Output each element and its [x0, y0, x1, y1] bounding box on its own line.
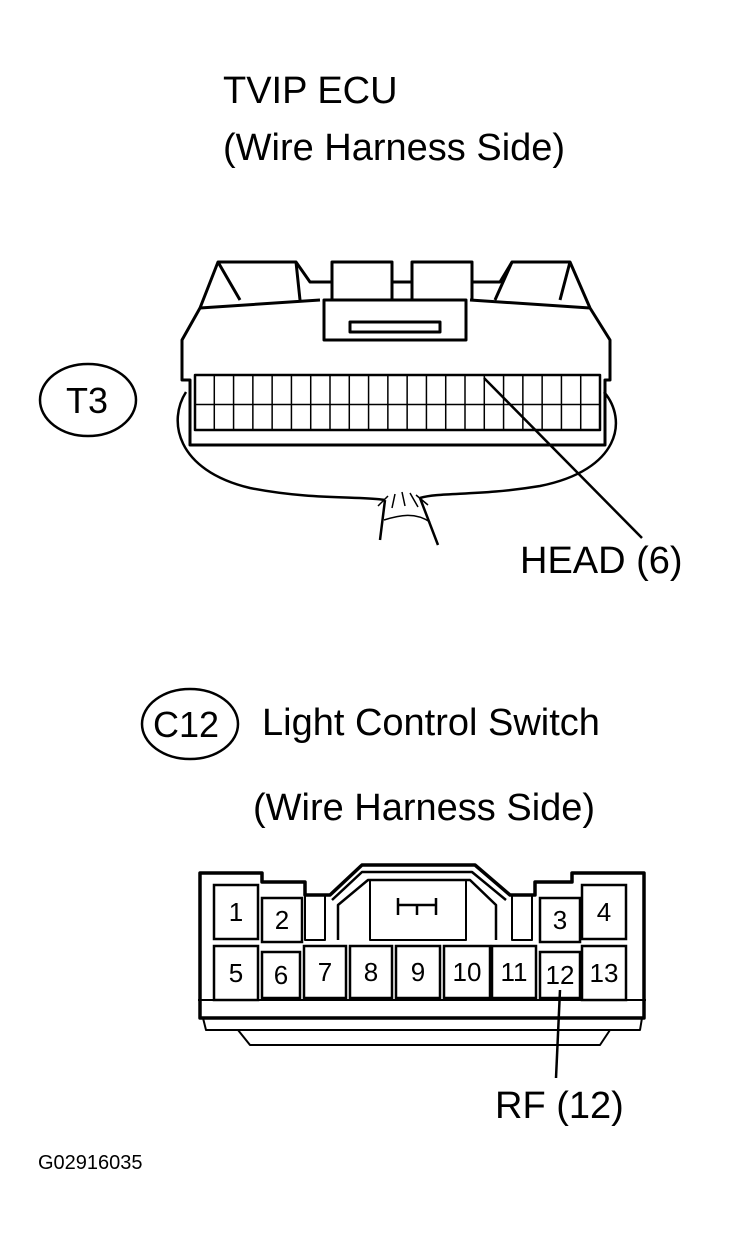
- c12-pin-cell: [442, 944, 492, 1000]
- c12-pin-number: 7: [318, 957, 332, 987]
- c12-pin-cell: [490, 944, 538, 1000]
- t3-wire-strands: [377, 491, 431, 523]
- c12-pin-cell: [212, 944, 260, 1002]
- t3-latch-arms: [330, 282, 474, 300]
- c12-pin-number: 6: [274, 960, 288, 990]
- t3-pin-face: [193, 373, 602, 432]
- c12-pin-cell: [394, 944, 442, 1000]
- c12-housing-outline: [198, 863, 646, 1020]
- c12-pin-cell: [580, 944, 628, 1002]
- head-pin-label: HEAD (6): [520, 540, 683, 582]
- c12-pin-number: 9: [411, 957, 425, 987]
- c12-pin-cell: [348, 944, 394, 1000]
- c12-pin-number: 5: [229, 958, 243, 988]
- t3-connector: [176, 260, 618, 546]
- switch-title: Light Control Switch: [262, 702, 600, 744]
- head-leader-line: [483, 377, 643, 539]
- t3-wire-bundle: [176, 391, 618, 546]
- c12-pin-number: 10: [453, 957, 482, 987]
- c12-pin-cell: [260, 896, 304, 944]
- ecu-subtitle: (Wire Harness Side): [223, 127, 566, 169]
- t3-ridge: [199, 261, 591, 310]
- c12-pin-cell: [212, 883, 260, 941]
- c12-pin-number: 2: [275, 905, 289, 935]
- c12-pin-number: 12: [546, 960, 575, 990]
- t3-pin-grid: [195, 375, 600, 430]
- switch-subtitle: (Wire Harness Side): [253, 787, 596, 829]
- c12-pin-cell: [302, 944, 348, 1000]
- c12-pin-number: 13: [590, 958, 619, 988]
- t3-code-label: T3: [66, 380, 109, 421]
- c12-code-label: C12: [153, 704, 220, 745]
- rf-leader-line: [554, 989, 562, 1079]
- rf-pin-label: RF (12): [495, 1085, 624, 1127]
- c12-pin-cell: [538, 896, 582, 944]
- c12-left-tab: [304, 894, 326, 941]
- t3-latch-slot: [348, 320, 442, 334]
- ecu-title: TVIP ECU: [223, 70, 398, 112]
- c12-key-mark: [396, 898, 438, 915]
- c12-code-circle: [140, 687, 240, 761]
- t3-code-circle: [38, 362, 138, 438]
- c12-pin-number: 1: [229, 897, 243, 927]
- c12-pin-number: 11: [501, 957, 528, 987]
- t3-latch: [322, 298, 468, 342]
- c12-pin-cell: [260, 950, 302, 1000]
- c12-right-tab: [511, 894, 533, 941]
- c12-pin-number: 4: [597, 897, 611, 927]
- c12-connector: [198, 863, 646, 1046]
- figure-id: G02916035: [38, 1152, 143, 1174]
- c12-housing-inner: [198, 999, 646, 1031]
- c12-pin-number: 8: [364, 957, 378, 987]
- c12-pin-number: 3: [553, 905, 567, 935]
- t3-housing-outline: [180, 260, 612, 447]
- c12-pin-cell: [580, 883, 628, 941]
- c12-key-notch: [369, 879, 467, 941]
- c12-lip: [237, 1029, 611, 1046]
